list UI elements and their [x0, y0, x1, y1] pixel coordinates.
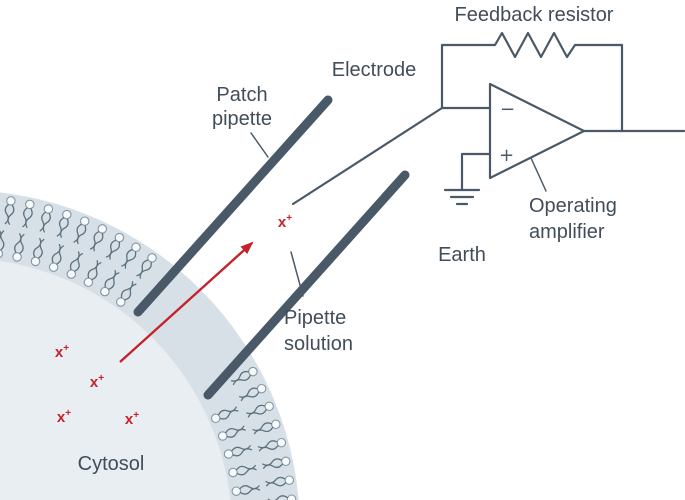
- operating-amplifier-label-line1: Operating: [529, 195, 617, 217]
- ground-wire: [460, 152, 492, 192]
- operating-amplifier-label-line2: amplifier: [529, 221, 605, 243]
- feedback-resistor-label: Feedback resistor: [455, 4, 614, 26]
- patch-pipette-leader-line: [250, 132, 269, 158]
- opamp-triangle: [488, 82, 586, 180]
- ion-label: x+: [125, 410, 139, 428]
- phospholipid-bilayer: [0, 196, 297, 500]
- electrode-label: Electrode: [332, 59, 417, 81]
- cytosol-label: Cytosol: [78, 453, 145, 475]
- cytosol-region: [0, 261, 231, 500]
- opamp-inverting-input-sign: −: [500, 99, 515, 120]
- earth-label: Earth: [438, 244, 486, 266]
- operating-amplifier-leader-line: [530, 157, 547, 192]
- patch-pipette-label-line1: Patch: [216, 84, 267, 106]
- recording-circuit: − +: [291, 31, 685, 206]
- feedback-resistor-wire: [440, 31, 624, 133]
- ion-flow-arrow: [119, 241, 254, 363]
- pipette-upper-wall: [133, 95, 333, 317]
- ion-label: x+: [55, 343, 69, 361]
- pipette-lower-wall: [203, 170, 410, 400]
- opamp-noninverting-input-sign: +: [499, 145, 514, 166]
- ion-labels: x+ x+ x+ x+ x+: [55, 213, 292, 428]
- ion-label-in-pipette: x+: [278, 213, 292, 231]
- pipette-solution-label-line1: Pipette: [284, 307, 346, 329]
- earth-ground-icon: [443, 188, 481, 206]
- ion-label: x+: [57, 408, 71, 426]
- pipette-solution-leader-line: [290, 251, 304, 297]
- cell-membrane: [0, 192, 299, 500]
- patch-pipette: [133, 95, 410, 400]
- ion-label: x+: [90, 373, 104, 391]
- pipette-solution-label-line2: solution: [284, 333, 353, 355]
- patch-pipette-label-line2: pipette: [212, 108, 272, 130]
